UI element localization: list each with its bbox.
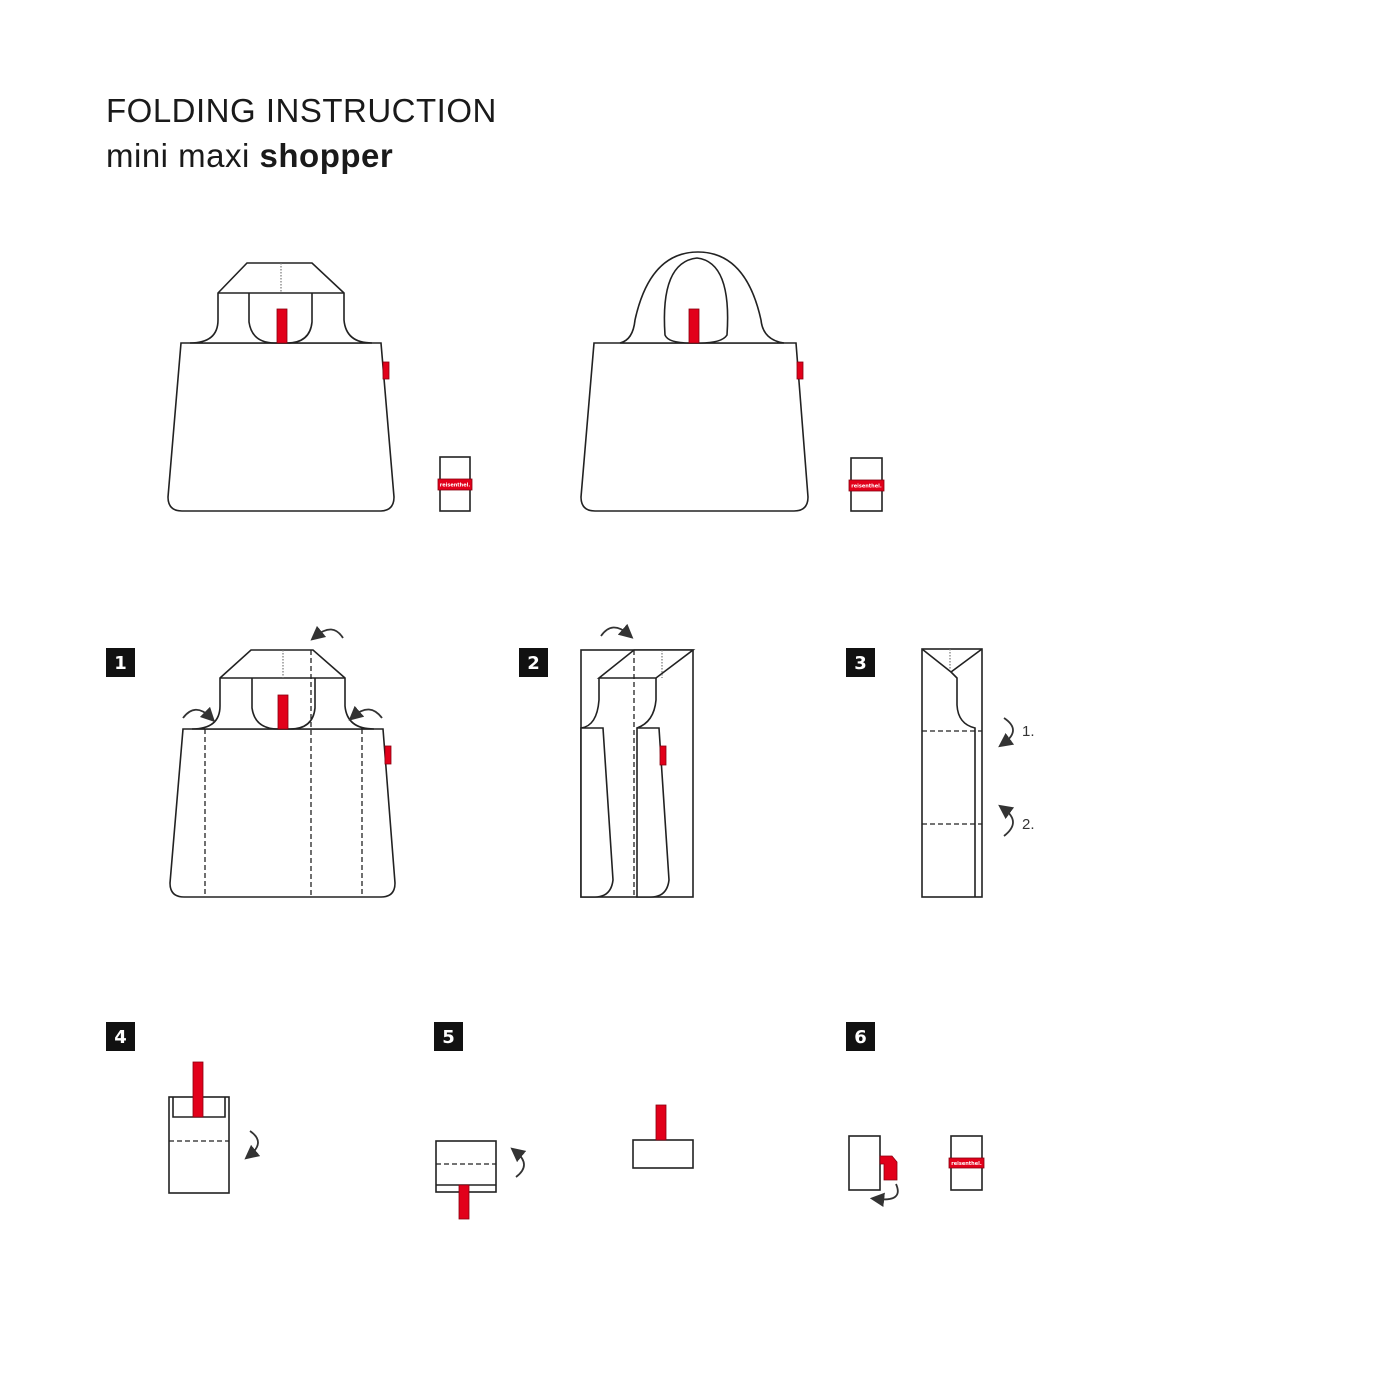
brand-label: reisenthel. bbox=[951, 1161, 982, 1167]
step-2-diagram bbox=[580, 623, 696, 898]
step-badge-6: 6 bbox=[846, 1022, 875, 1051]
page-subtitle: mini maxi shopper bbox=[106, 137, 393, 175]
step-badge-5: 5 bbox=[434, 1022, 463, 1051]
fold-order-label-2: 2. bbox=[1022, 816, 1035, 833]
brand-label: reisenthel. bbox=[851, 484, 882, 490]
bag-flat-handles bbox=[167, 262, 395, 512]
folded-pouch: reisenthel. bbox=[848, 457, 885, 512]
step-badge-1: 1 bbox=[106, 648, 135, 677]
brand-label: reisenthel. bbox=[440, 483, 471, 489]
subtitle-bold: shopper bbox=[259, 137, 394, 174]
svg-text:4: 4 bbox=[114, 1027, 127, 1048]
step-3-diagram: 1. 2. bbox=[921, 648, 1035, 898]
fold-order-label-1: 1. bbox=[1022, 723, 1035, 740]
bag-loop-handles bbox=[580, 251, 809, 512]
step-badge-4: 4 bbox=[106, 1022, 135, 1051]
step-6-diagram: reisenthel. bbox=[848, 1135, 985, 1207]
step-badge-3: 3 bbox=[846, 648, 875, 677]
step-badge-2: 2 bbox=[519, 648, 548, 677]
svg-text:6: 6 bbox=[854, 1027, 867, 1048]
subtitle-light: mini maxi bbox=[106, 137, 250, 174]
folded-pouch: reisenthel. bbox=[437, 456, 473, 512]
svg-text:1: 1 bbox=[114, 653, 127, 674]
svg-text:3: 3 bbox=[854, 653, 867, 674]
step-4-diagram bbox=[168, 1061, 261, 1194]
svg-text:5: 5 bbox=[442, 1027, 455, 1048]
step-5-diagram bbox=[435, 1104, 694, 1220]
step-1-diagram bbox=[169, 625, 396, 898]
page-title: FOLDING INSTRUCTION bbox=[106, 92, 497, 129]
svg-text:2: 2 bbox=[527, 653, 540, 674]
